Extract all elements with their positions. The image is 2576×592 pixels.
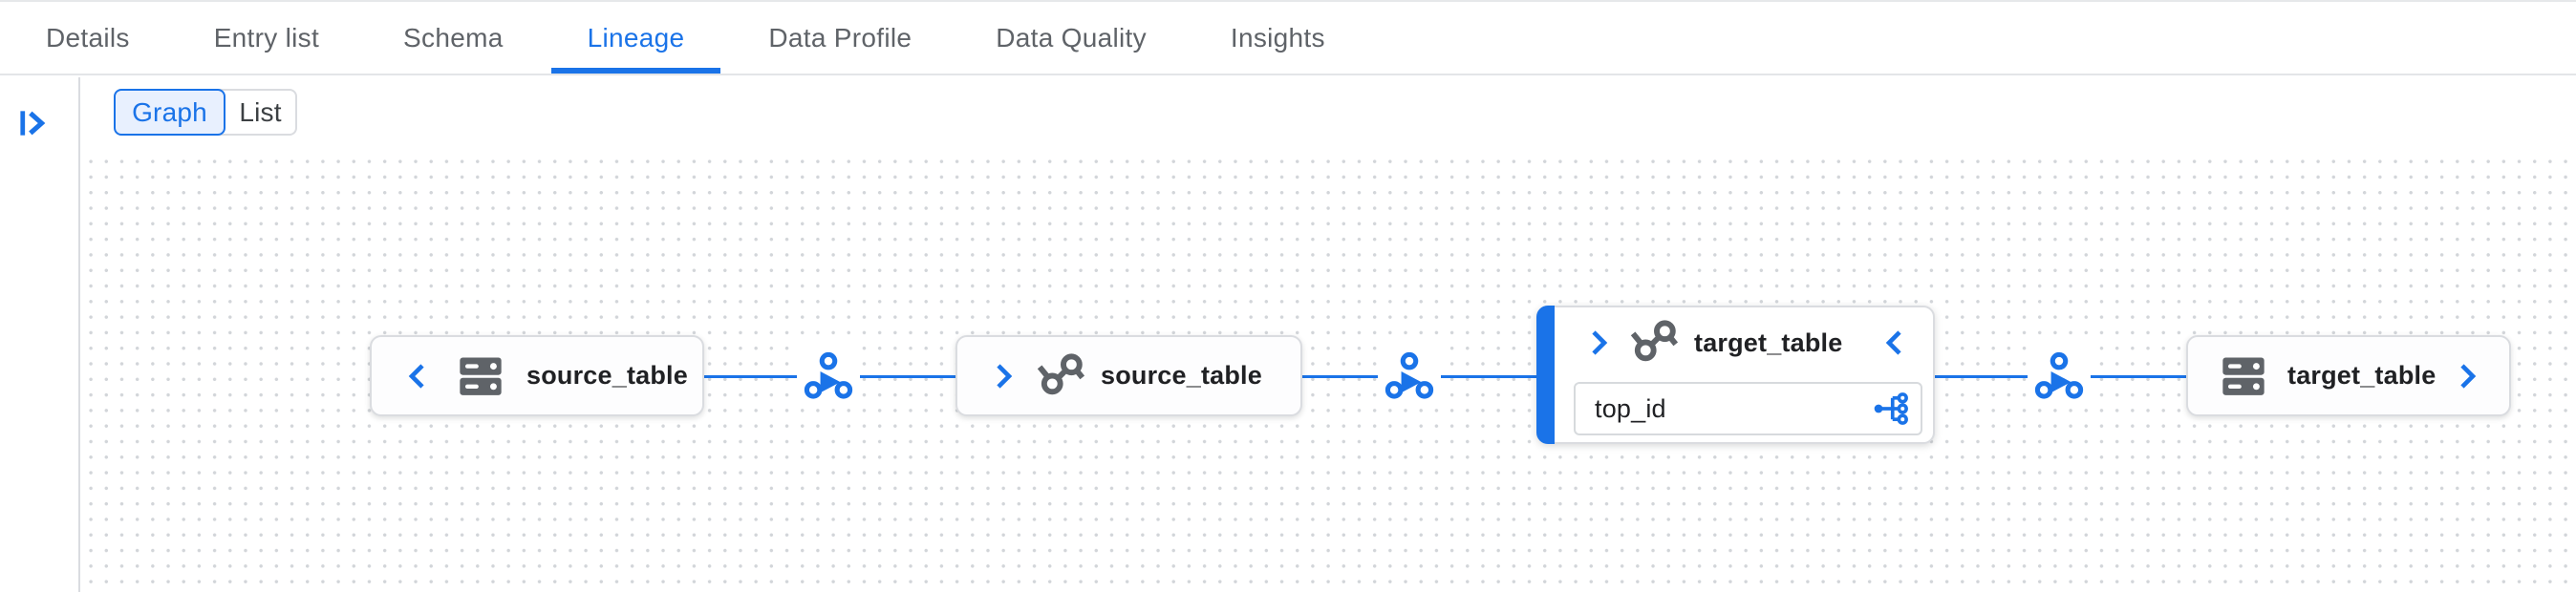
chevron-right-icon[interactable] [2450,359,2484,393]
chevron-left-icon[interactable] [400,359,435,393]
lineage-node-source-table-2[interactable]: source_table [955,335,1302,416]
node-label: source_table [526,361,688,390]
selected-node-bar [1536,306,1555,444]
node-label: target_table [1694,328,1843,357]
tab-insights[interactable]: Insights [1230,22,1325,53]
process-job-icon[interactable] [1378,345,1441,408]
active-tab-underline [550,68,721,74]
tab-data-quality[interactable]: Data Quality [996,22,1147,53]
expanded-node-header: target_table [1556,313,1933,372]
graph-view-button[interactable]: Graph [114,89,225,136]
lineage-toolbar: Graph List [82,77,2576,150]
lineage-graph-canvas[interactable]: source_table source_table [82,150,2576,585]
tab-data-profile[interactable]: Data Profile [768,22,912,53]
graph-nodes-icon [1627,316,1681,370]
lineage-node-target-table-2[interactable]: target_table [2186,335,2511,416]
entry-tab-bar: Details Entry list Schema Lineage Data P… [0,0,2576,75]
panel-expand-icon[interactable] [15,105,52,141]
tab-details[interactable]: Details [46,22,130,53]
chevron-left-icon[interactable] [1878,326,1912,360]
table-dns-icon [2219,351,2268,401]
process-job-icon[interactable] [797,345,860,408]
schema-lineage-icon[interactable] [1871,389,1911,429]
tab-entry-list[interactable]: Entry list [213,22,320,53]
chevron-right-icon[interactable] [1581,326,1616,360]
table-dns-icon [456,351,505,401]
process-job-icon[interactable] [2028,345,2091,408]
graph-nodes-icon [1034,349,1087,403]
chevron-right-icon[interactable] [986,359,1020,393]
tab-schema[interactable]: Schema [403,22,504,53]
node-label: target_table [2287,361,2436,390]
node-label: source_table [1101,361,1262,390]
field-name: top_id [1595,393,1666,423]
field-row-top-id[interactable]: top_id [1574,382,1922,435]
list-view-button[interactable]: List [220,89,297,136]
lineage-node-source-table-1[interactable]: source_table [370,335,704,416]
left-panel-gutter [0,77,80,592]
view-toggle: Graph List [114,89,297,136]
lineage-node-target-table-expanded[interactable]: target_table top_id [1536,306,1935,444]
tab-lineage[interactable]: Lineage [546,2,727,74]
